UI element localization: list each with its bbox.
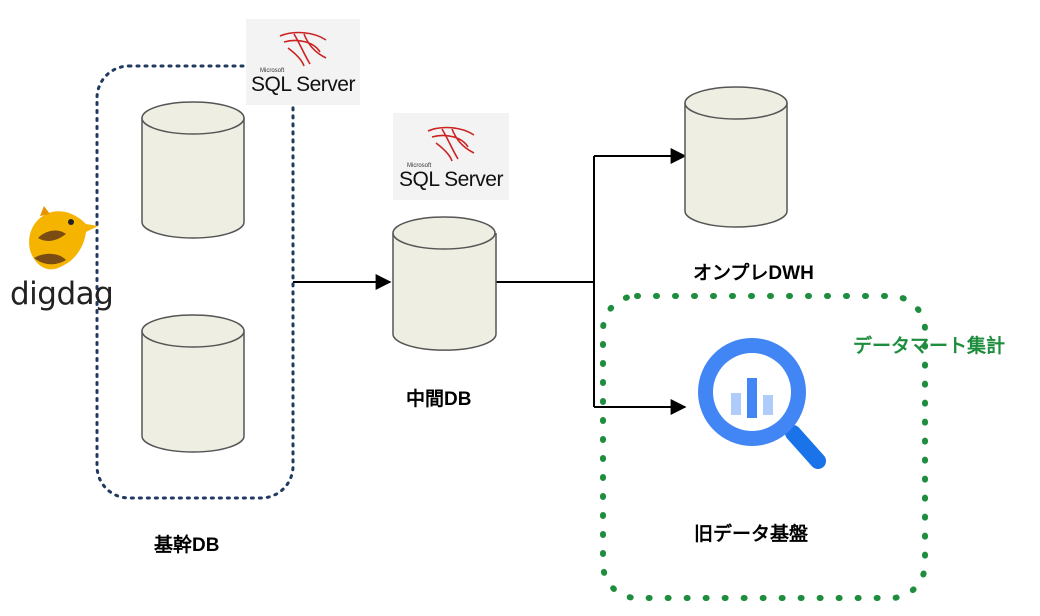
old-platform-label: 旧データ基盤 [694,524,809,545]
sql-server-swirl-icon [279,31,327,67]
digdag-wordmark: digdag [10,276,114,312]
sql-logo-microsoft: Microsoft [407,162,432,169]
core-db-cylinder-1 [141,101,245,239]
sql-logo-text: SQL Server [399,167,503,191]
intermediate-branch-connector [496,156,595,407]
datamart-label: データマート集計 [853,336,1006,357]
intermediate-db-label: 中間DB [406,389,472,410]
core-db-label: 基幹DB [154,535,220,556]
core-db-cylinder-2 [141,314,245,453]
onprem-dwh-label: オンプレDWH [693,263,814,284]
core-db-group [95,64,295,500]
dwh-cylinder [684,86,788,228]
datamart-group [600,293,928,601]
sql-logo-microsoft: Microsoft [260,68,285,74]
sql-logo-text: SQL Server [251,73,355,96]
bigquery-icon [698,338,826,469]
sql-server-logo-core: Microsoft SQL Server [246,19,360,105]
digdag-logo [29,206,98,270]
sql-server-logo-intermediate: Microsoft SQL Server [393,113,509,200]
sql-server-swirl-icon [427,126,475,161]
intermediate-db-cylinder [392,216,497,351]
